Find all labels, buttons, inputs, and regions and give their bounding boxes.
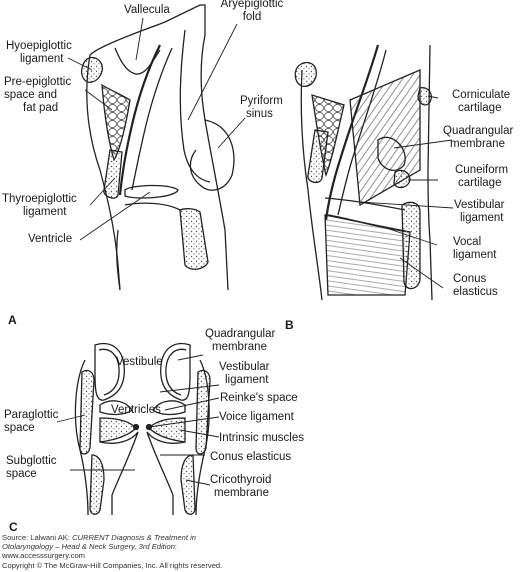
label-quadrangular-2: membrane [450, 138, 505, 150]
a-vocal-fold [124, 202, 181, 211]
b-vestibular-ligament [324, 197, 406, 211]
label-conus-elasticus-c: Conus elasticus [210, 451, 292, 463]
label-cricothyroid-2: membrane [214, 487, 269, 499]
label-cuneiform-1: Cuneiform [455, 164, 509, 176]
label-quadrangular-1: Quadrangular [443, 125, 514, 137]
panel-letter-b: B [285, 318, 294, 332]
c-right-conus [146, 431, 186, 496]
label-aryepiglottic-fold-2: fold [242, 11, 262, 23]
b-hyoid [294, 61, 317, 87]
a-preepiglottic-fat [101, 83, 131, 162]
figure-b-drawing [294, 44, 433, 301]
label-pyriform-1: Pyriform [240, 95, 283, 107]
label-corniculate-1: Corniculate [452, 89, 511, 101]
label-hyoepiglottic-1: Hyoepiglottic [6, 40, 72, 52]
label-cricothyroid-1: Cricothyroid [210, 474, 272, 486]
label-conus-2: elasticus [453, 286, 498, 298]
b-arytenoid [377, 136, 406, 171]
label-conus-1: Conus [453, 273, 487, 285]
label-corniculate-2: cartilage [458, 102, 502, 114]
label-thyroepiglottic-2: ligament [23, 206, 67, 218]
label-vestibular-c-2: ligament [225, 374, 269, 386]
label-subglottic-1: Subglottic [6, 455, 57, 467]
c-right-thyroid [195, 369, 211, 455]
label-aryepiglottic-fold-1: Aryepiglottic [220, 0, 284, 10]
b-epiglottis [324, 44, 380, 221]
c-left-conus [99, 431, 139, 496]
source-line-2: Otolaryngology – Head & Neck Surgery, 3r… [2, 542, 178, 551]
a-vallecula [114, 47, 161, 75]
c-left-quadrangular [94, 342, 125, 401]
label-vestibular-c-1: Vestibular [219, 361, 270, 373]
b-thyroid-lamina [307, 129, 329, 184]
label-pyriform-2: sinus [246, 108, 273, 120]
figure-a-drawing [81, 4, 235, 291]
a-pyriform [189, 119, 235, 191]
source-line-1: Source: Lalwani AK: CURRENT Diagnosis & … [2, 533, 197, 542]
a-thyroid-outline [89, 4, 229, 291]
leader-lines [56, 17, 454, 486]
a-aryepiglottic-fold [179, 29, 211, 183]
a-ventricle [124, 184, 179, 199]
a-anterior-wall [86, 54, 121, 291]
b-thyroid-outline [300, 69, 323, 301]
label-subglottic-2: space [6, 468, 37, 480]
label-hyoepiglottic-2: ligament [20, 53, 64, 65]
label-vestibular-1: Vestibular [454, 199, 505, 211]
label-paraglottic-2: space [4, 422, 35, 434]
label-voice-ligament: Voice ligament [219, 411, 294, 423]
label-cuneiform-2: cartilage [458, 177, 502, 189]
a-trachea [116, 229, 121, 291]
label-preepiglottic-3: fat pad [23, 102, 59, 114]
b-conus-elasticus [324, 214, 411, 296]
b-cuneiform [393, 169, 411, 189]
b-corniculate [417, 87, 432, 106]
panel-letter-a: A [8, 313, 17, 327]
c-right-quadrangular [160, 342, 191, 401]
b-cricoid [401, 201, 421, 290]
figure-c-drawing [74, 342, 211, 516]
label-thyroepiglottic-1: Thyroepiglottic [2, 193, 77, 205]
b-posterior-outline [427, 44, 433, 301]
panel-letter-c: C [9, 520, 18, 534]
source-line-3: www.accesssurgery.com [2, 551, 85, 560]
label-quadrangular-c-2: membrane [212, 341, 267, 353]
c-right-cricoid [180, 454, 196, 515]
c-trachea [111, 495, 174, 515]
label-quadrangular-c-1: Quadrangular [205, 328, 276, 340]
label-ventricle: Ventricle [28, 233, 73, 245]
label-paraglottic-1: Paraglottic [4, 409, 59, 421]
label-ventricles: Ventricles [111, 404, 161, 416]
label-preepiglottic-2: space and [4, 89, 58, 101]
label-vocal-2: ligament [453, 249, 497, 261]
c-left-cricoid [89, 454, 105, 515]
c-right-ventricle [152, 400, 186, 416]
label-vocal-1: Vocal [453, 236, 482, 248]
label-preepiglottic-1: Pre-epiglottic [4, 76, 72, 88]
label-vallecula: Vallecula [124, 4, 170, 16]
c-left-ventricle [99, 400, 133, 416]
a-cricoid [179, 208, 209, 270]
a-thyroid-lamina [103, 149, 123, 199]
label-intrinsic-muscles: Intrinsic muscles [219, 432, 304, 444]
copyright-line: Copyright © The McGraw-Hill Companies, I… [2, 561, 223, 570]
c-left-thyroid [79, 369, 95, 455]
label-vestibule: Vestibule [116, 356, 163, 368]
label-reinke: Reinke's space [220, 392, 298, 404]
label-vestibular-2: ligament [460, 212, 504, 224]
